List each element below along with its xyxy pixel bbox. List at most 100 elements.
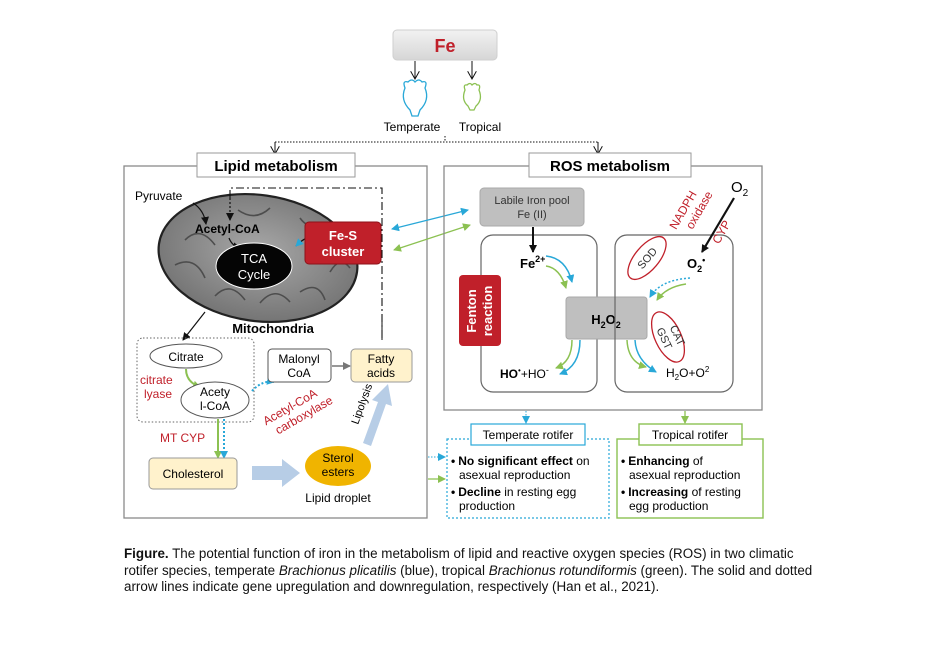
tropical-b1-rest: of: [690, 454, 704, 468]
h2o2-sub2: 2: [616, 320, 621, 330]
water-sub: 2: [675, 373, 680, 382]
citrate-node: [149, 343, 223, 369]
sterol-esters-droplet: [305, 446, 371, 486]
superoxide-label: O2•: [687, 255, 705, 274]
tropical-b1-dot: •: [621, 454, 625, 468]
o2r-o: O: [687, 256, 697, 271]
fe-header: Fe: [392, 29, 498, 61]
fes-labile-blue-arrow: [391, 207, 469, 232]
lipid-droplet-label: Lipid droplet: [305, 491, 371, 505]
acetyl-to-malonyl-arrow: [251, 376, 275, 392]
mito-to-citrate-arrow: [182, 311, 206, 341]
water-h: H: [666, 366, 675, 380]
temperate-b2-rest: in resting egg: [501, 485, 576, 499]
acetyl-coa-node: [180, 381, 250, 419]
citrate-group: [136, 337, 255, 423]
acetyl-coa-label: Acetyl-CoA: [195, 222, 260, 236]
o2-label: O2: [731, 179, 749, 199]
tropical-title: Tropical rotifer: [652, 428, 728, 442]
cholesterol-label: Cholesterol: [163, 467, 224, 481]
fes-cluster-box: [304, 221, 382, 265]
ho-plus: +HO: [521, 367, 546, 381]
dashdot-loop: [229, 187, 383, 340]
superoxide-to-h2o2-green: [656, 283, 687, 301]
fe2-label: Fe2+: [520, 254, 545, 271]
tropical-bullet2: •Increasing of resting: [621, 485, 741, 499]
acetyl-node-line2: l-CoA: [200, 399, 230, 413]
chol-to-sterol-arrow: [252, 459, 300, 487]
fes-labile-green-arrow: [393, 223, 471, 252]
tropical-bullet1: •Enhancing of: [621, 454, 704, 468]
ho-minus: -: [546, 365, 549, 375]
acetyl-node-line1: Acety: [200, 385, 230, 399]
fe2-to-h2o2-green: [545, 265, 568, 289]
caption-part2: (blue), tropical: [396, 562, 489, 578]
h2o2-o: O: [606, 312, 616, 327]
temperate-label: Temperate: [384, 120, 441, 134]
temperate-b1-dot: •: [451, 454, 455, 468]
ros-title: ROS metabolism: [550, 158, 670, 175]
o2r-sub: 2: [697, 264, 702, 274]
labile-line1: Labile Iron pool: [494, 195, 569, 207]
lipolysis-arrow: [363, 384, 392, 446]
h2o2-box: [565, 296, 648, 340]
tropical-b1-line2: asexual reproduction: [629, 468, 740, 482]
tropical-b2-bold: Increasing: [628, 485, 688, 499]
split-connector: [275, 136, 598, 154]
tropical-b1-bold: Enhancing: [628, 454, 689, 468]
temperate-b2-bold: Decline: [458, 485, 501, 499]
temperate-b2-dot: •: [451, 485, 455, 499]
ho-radical: HO: [500, 367, 518, 381]
malonyl-line2: CoA: [287, 366, 310, 380]
labile-line2: Fe (II): [517, 209, 546, 221]
o2-o: O: [731, 179, 743, 196]
h2o2-sub1: 2: [601, 320, 606, 330]
fe2-text: Fe: [520, 256, 535, 271]
h2o2-label: H2O2: [591, 312, 621, 330]
tropical-b2-line2: egg production: [629, 499, 708, 513]
sterol-line2: esters: [322, 465, 355, 479]
h2o2-to-water-blue: [634, 339, 657, 373]
h2o2-to-water-green: [626, 339, 647, 369]
temperate-effect-box: [446, 438, 610, 519]
tca-label-line1: TCA: [241, 251, 267, 266]
temperate-b1-bold: No significant effect: [458, 454, 573, 468]
ho-products-label: HO•+HO-: [500, 365, 549, 381]
sod-oval: [627, 235, 667, 281]
fe2-to-h2o2-blue: [545, 255, 575, 283]
fes-line1: Fe-S: [329, 228, 358, 243]
malonyl-coa-box: [267, 348, 332, 383]
citrate-label: Citrate: [168, 350, 204, 364]
fenton-line1: Fenton: [464, 289, 479, 332]
temperate-b1-rest: on: [573, 454, 590, 468]
acc-label: Acetyl-CoA carboxylase: [261, 386, 336, 437]
temperate-title: Temperate rotifer: [483, 428, 574, 442]
caption-species1: Brachionus plicatilis: [278, 562, 397, 578]
temperate-bullet2: •Decline in resting egg: [451, 485, 576, 499]
pyruvate-arrow: [192, 202, 209, 225]
labile-iron-box: [479, 187, 585, 227]
ros-title-box: [528, 152, 692, 178]
water-sup: 2: [705, 365, 710, 374]
tca-label-line2: Cycle: [238, 267, 271, 282]
fe-box: [392, 29, 498, 61]
mt-cyp-label: MT CYP: [160, 431, 205, 445]
water-rest: O+O: [679, 366, 705, 380]
cholesterol-box: [148, 457, 238, 490]
fatty-acids-box: [350, 348, 413, 383]
lipolysis-label: Lipolysis: [350, 382, 376, 426]
sterol-line1: Sterol: [322, 451, 353, 465]
pyruvate-label: Pyruvate: [135, 189, 183, 203]
fatty-line2: acids: [367, 366, 395, 380]
figure-caption: Figure. The potential function of iron i…: [124, 546, 824, 596]
tca-cycle: [215, 242, 293, 290]
tropical-effect-box: [616, 438, 764, 519]
tropical-title-box: [638, 423, 743, 446]
temperate-rotifer-icon: [402, 79, 428, 117]
temperate-b2-line2: production: [459, 499, 515, 513]
temperate-b1-line2: asexual reproduction: [459, 468, 570, 482]
caption-species2: Brachionus rotundiformis: [488, 562, 637, 578]
mitochondria-label: Mitochondria: [232, 321, 314, 336]
